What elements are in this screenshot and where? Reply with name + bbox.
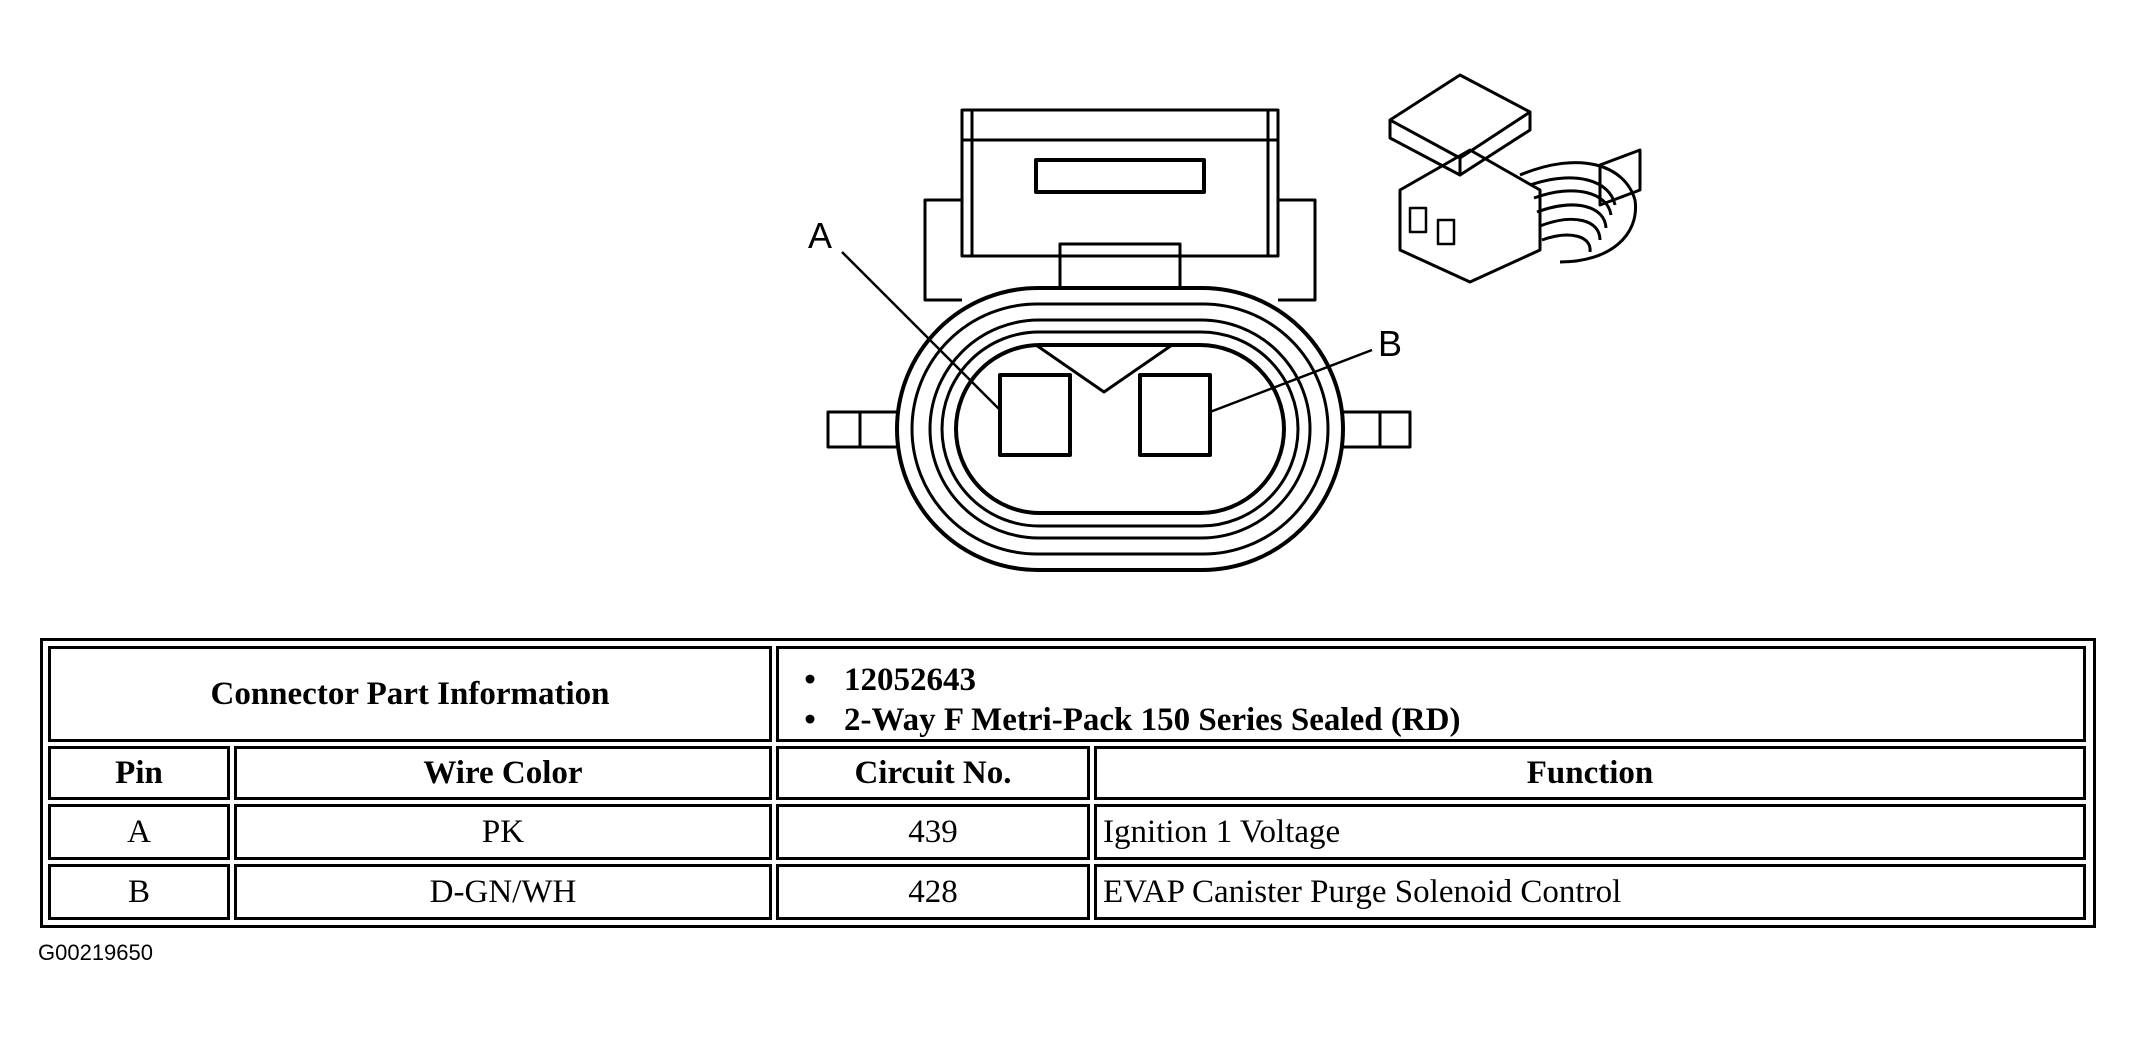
outer-seal-ring [895, 286, 1345, 572]
part-number-item: • 12052643 [790, 660, 1460, 700]
row-a-pin: A [48, 804, 230, 860]
part-info-cell [776, 646, 2086, 742]
terminal-cavity [954, 343, 1286, 515]
column-header-pin: Pin [48, 746, 230, 800]
row-b-pin: B [48, 864, 230, 920]
part-number: 12052643 [844, 662, 976, 698]
pin-label-b: B [1378, 323, 1402, 364]
pin-label-a: A [808, 215, 832, 256]
terminal-b [1138, 373, 1212, 457]
connector-description-item: • 2-Way F Metri-Pack 150 Series Sealed (… [790, 700, 1460, 740]
part-info-list: • 12052643 • 2-Way F Metri-Pack 150 Seri… [790, 660, 1460, 740]
connector-face-view [826, 108, 1412, 572]
terminal-a [998, 373, 1072, 457]
row-a-function: Ignition 1 Voltage [1094, 804, 2086, 860]
lock-tab [1058, 242, 1182, 290]
connector-table [40, 638, 2096, 928]
part-info-header: Connector Part Information [48, 646, 772, 742]
figure-id: G00219650 [38, 940, 153, 965]
column-header-function: Function [1094, 746, 2086, 800]
row-b-wire-color: D-GN/WH [234, 864, 772, 920]
right-mount-ear [1343, 410, 1412, 449]
row-a-circuit: 439 [776, 804, 1090, 860]
connector-diagram: A B [808, 73, 1642, 572]
connector-description: 2-Way F Metri-Pack 150 Series Sealed (RD… [844, 702, 1461, 738]
bullet-icon: • [804, 662, 816, 698]
latch-window [1034, 158, 1206, 194]
leader-line-b [1209, 348, 1373, 414]
left-mount-ear [826, 410, 897, 449]
column-header-wire-color: Wire Color [234, 746, 772, 800]
connector-side-view [1388, 73, 1642, 284]
row-b-circuit: 428 [776, 864, 1090, 920]
bullet-icon: • [804, 702, 816, 738]
row-b-function: EVAP Canister Purge Solenoid Control [1094, 864, 2086, 920]
row-a-wire-color: PK [234, 804, 772, 860]
column-header-circuit: Circuit No. [776, 746, 1090, 800]
latch-housing [960, 108, 1280, 258]
leader-line-a [841, 251, 1001, 411]
